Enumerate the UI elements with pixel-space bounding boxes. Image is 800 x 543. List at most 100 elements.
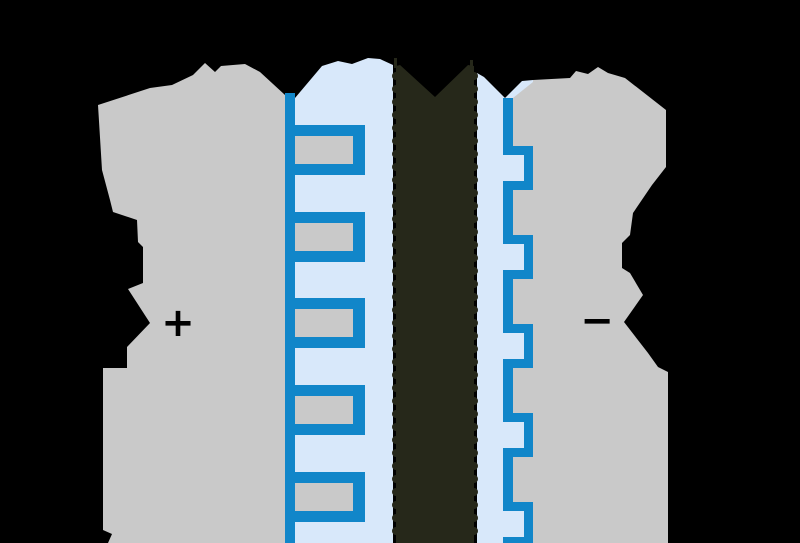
cathode-pocket-top [503,146,533,155]
membrane-edge-bump [470,436,478,444]
membrane-edge-bump [392,241,400,249]
anode-channel-lands [295,125,365,522]
membrane [396,65,474,543]
membrane-edge-bump [470,124,478,132]
membrane-edge-bump [470,449,478,457]
cathode-pocket-side [524,502,533,543]
cathode-pocket-side [524,413,533,457]
cathode-pocket-top [503,324,533,333]
membrane-edge-bump [392,410,400,418]
membrane-edge-bump [470,514,478,522]
membrane-edge-bump [470,488,478,496]
membrane-edge-bump [470,189,478,197]
cathode-pocket-fluid [503,422,524,448]
membrane-edge-bump [470,111,478,119]
membrane-edge-bump [470,280,478,288]
cathode-pocket-top [503,413,533,422]
cathode-channel-pockets [503,146,533,543]
membrane-edge-bump [392,189,400,197]
cathode-pocket-top [503,235,533,244]
membrane-edge-bump [392,423,400,431]
cathode-pocket-fluid [503,333,524,359]
anode-land-core [295,483,353,511]
membrane-edge-bump [470,332,478,340]
membrane-edge-bump [392,397,400,405]
membrane-edge-bump [392,345,400,353]
membrane-top-tab-right [470,60,473,70]
membrane-edge-bump [392,384,400,392]
membrane-edge-bump [392,358,400,366]
membrane-edge-bump [392,527,400,535]
membrane-edge-bump [392,72,400,80]
membrane-edge-bump [392,449,400,457]
membrane-edge-bump [392,371,400,379]
membrane-edge-bump [470,228,478,236]
cathode-pocket-fluid [503,244,524,270]
membrane-edge-bump [392,202,400,210]
membrane-edge-bump [470,202,478,210]
membrane-edge-bump [392,475,400,483]
membrane-edge-bump [470,527,478,535]
membrane-edge-bump [392,436,400,444]
membrane-edge-bump [392,215,400,223]
membrane-edge-bump [470,475,478,483]
membrane-edge-bump [392,267,400,275]
cathode-channel-face [503,98,513,543]
cathode-pocket-top [503,502,533,511]
membrane-edge-bump [470,358,478,366]
membrane-edge-bump [470,501,478,509]
membrane-edge-bump [392,111,400,119]
membrane-edge-bump [392,306,400,314]
anode-plate [98,63,285,543]
membrane-edge-bump [392,293,400,301]
membrane-edge-bump [470,371,478,379]
membrane-edge-bump [392,254,400,262]
anode-land-core [295,309,353,337]
membrane-edge-bump [470,306,478,314]
membrane-edge-bump [392,228,400,236]
membrane-edge-bump [470,397,478,405]
membrane-edge-bump [470,163,478,171]
membrane-edge-bump [470,319,478,327]
membrane-edge-bump [470,72,478,80]
membrane-edge-bump [470,423,478,431]
membrane-edge-bump [470,384,478,392]
membrane-edge-bump [470,410,478,418]
cathode-pocket-fluid [503,511,524,537]
membrane-edge-bump [470,98,478,106]
membrane-edge-bump [470,150,478,158]
cathode-pocket-bottom [503,270,533,279]
membrane-edge-bump [392,501,400,509]
membrane-edge-bump [470,345,478,353]
membrane-edge-bump [470,254,478,262]
anode-land-core [295,223,353,251]
membrane-top-tab-left [394,58,397,68]
membrane-edge-bump [470,215,478,223]
membrane-edge-bump [392,98,400,106]
membrane-edge-bump [470,267,478,275]
cathode-polarity-label: − [580,298,614,344]
membrane-edge-bump [470,176,478,184]
cathode-pocket-side [524,324,533,368]
cathode-pocket-side [524,235,533,279]
membrane-edge-bump [392,332,400,340]
membrane-edge-bump [392,514,400,522]
membrane-edge-bump [470,462,478,470]
membrane-edge-bump [392,85,400,93]
cathode-pocket-bottom [503,359,533,368]
membrane-edge-bump [392,488,400,496]
membrane-edge-bump [470,137,478,145]
anode-land-core [295,136,353,164]
cathode-pocket-bottom [503,181,533,190]
membrane-edge-bump [470,85,478,93]
cathode-plate [513,67,668,543]
anode-channel-spine [285,93,295,543]
membrane-edge-bump [470,293,478,301]
anode-polarity-label: + [161,300,195,346]
cathode-pocket-bottom [503,448,533,457]
membrane-edge-bump [392,163,400,171]
anode-land-core [295,396,353,424]
cathode-pocket-bottom [503,537,533,543]
membrane-edge-bump [470,241,478,249]
